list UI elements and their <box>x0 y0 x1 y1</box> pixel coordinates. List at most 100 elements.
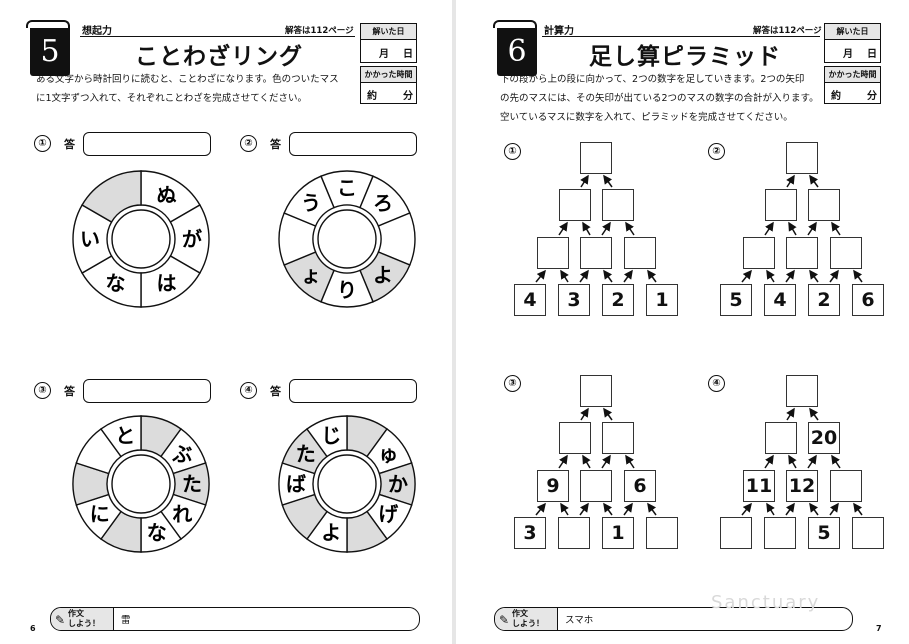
pyramid-empty-cell[interactable] <box>580 237 612 269</box>
writing-prompt-tag: ✎ 作文しよう！ <box>495 608 558 630</box>
pyramid-arrow <box>785 502 795 516</box>
pyramid-empty-cell[interactable] <box>558 517 590 549</box>
solved-date-box[interactable]: 解いた日 月 日 <box>824 23 881 63</box>
pyramid-arrow <box>831 454 841 469</box>
pyramid-arrow <box>558 454 568 469</box>
pyramid-arrow <box>560 269 569 283</box>
ring-center <box>111 454 171 514</box>
pyramid-empty-cell[interactable] <box>808 189 840 221</box>
answer-input[interactable] <box>83 379 211 403</box>
answer-label: 答 <box>64 385 75 398</box>
answer-label: 答 <box>64 138 75 151</box>
pyramid-arrow <box>766 502 775 516</box>
answers-reference: 解答は112ページ <box>753 26 822 36</box>
question-number: ③ <box>504 375 521 392</box>
pyramid-empty-cell[interactable] <box>559 189 591 221</box>
pyramid-arrow <box>807 221 817 236</box>
pyramid-empty-cell[interactable] <box>743 237 775 269</box>
prompt-label-line: 作文 <box>68 609 84 618</box>
pyramid-arrow <box>603 269 613 283</box>
answer-input[interactable] <box>289 379 417 403</box>
pyramid-empty-cell[interactable] <box>602 189 634 221</box>
pyramid-empty-cell[interactable] <box>830 470 862 502</box>
instruction-line: の先のマスには、その矢印が出ている2つのマスの数字の合計が入ります。 <box>500 93 819 104</box>
pyramid-empty-cell[interactable] <box>765 422 797 454</box>
pyramid-empty-cell[interactable] <box>720 517 752 549</box>
pyramid-empty-cell[interactable] <box>830 237 862 269</box>
pyramid-arrow <box>788 454 797 469</box>
ring-character: は <box>157 271 177 295</box>
pyramid-empty-cell[interactable] <box>580 375 612 407</box>
ring-character: な <box>106 271 126 295</box>
instruction-line: に1文字ずつ入れて、それぞれことわざを完成させてください。 <box>36 93 308 104</box>
pyramid-arrow <box>625 454 635 469</box>
unit-badge-book-icon: 6 <box>493 20 537 76</box>
instruction-line: 下の段から上の段に向かって、2つの数字を足していきます。2つの矢印 <box>500 74 805 85</box>
ring-character: う <box>301 191 321 215</box>
writing-prompt-bar[interactable]: ✎ 作文しよう！ スマホ <box>494 607 853 631</box>
pyramid-empty-cell[interactable] <box>786 375 818 407</box>
pyramid-number-cell: 11 <box>743 470 775 502</box>
pyramid-arrow <box>603 407 613 421</box>
pyramid-arrow <box>582 454 591 469</box>
instruction-line: 空いているマスに数字を入れて、ピラミッドを完成させてください。 <box>500 112 793 123</box>
writing-prompt-bar[interactable]: ✎ 作文しよう！ 雷 <box>50 607 420 631</box>
pyramid-empty-cell[interactable] <box>559 422 591 454</box>
pyramid-empty-cell[interactable] <box>765 189 797 221</box>
pyramid-arrow <box>558 221 568 236</box>
page-number: 6 <box>30 624 36 633</box>
pyramid-arrow <box>807 454 817 469</box>
pyramid-empty-cell[interactable] <box>537 237 569 269</box>
ring-character: り <box>337 278 357 302</box>
pyramid-arrow <box>741 502 752 516</box>
pyramid-arrow <box>623 269 633 283</box>
pyramid-empty-cell[interactable] <box>786 142 818 174</box>
pyramid-arrow <box>623 502 633 516</box>
answer-input[interactable] <box>289 132 417 156</box>
prompt-label-line: しよう！ <box>68 619 100 628</box>
right-page: 6 計算力 解答は112ページ 足し算ピラミッド 解いた日 月 日 かかった時間… <box>456 0 909 644</box>
pyramid-empty-cell[interactable] <box>624 237 656 269</box>
ring-segment[interactable] <box>81 170 142 223</box>
pyramid-arrow <box>580 407 589 421</box>
pyramid-arrow <box>625 221 635 236</box>
pyramid-arrow <box>809 502 819 516</box>
pyramid-number-cell: 3 <box>558 284 590 316</box>
pyramid-empty-cell[interactable] <box>646 517 678 549</box>
ring-segment <box>100 415 142 458</box>
pyramid-arrows <box>741 174 863 283</box>
time-label: かかった時間 <box>361 67 416 83</box>
question-number: ① <box>34 135 51 152</box>
pyramid-empty-cell[interactable] <box>764 517 796 549</box>
pyramid-arrow <box>786 407 795 421</box>
ring-character: こ <box>337 176 357 200</box>
solved-date-label: 解いた日 <box>825 24 880 40</box>
unit-number: 6 <box>507 34 527 69</box>
pyramid-empty-cell[interactable] <box>580 142 612 174</box>
pyramid-number-cell: 3 <box>514 517 546 549</box>
time-spent-box[interactable]: かかった時間 約 分 <box>824 66 881 104</box>
pyramid-arrow <box>766 269 775 283</box>
page-title: ことわざリング <box>135 44 303 70</box>
ring-character: か <box>388 472 408 496</box>
time-spent-box[interactable]: かかった時間 約 分 <box>360 66 417 104</box>
pyramid-empty-cell[interactable] <box>786 237 818 269</box>
ring-character: じ <box>321 423 341 447</box>
page-title: 足し算ピラミッド <box>589 44 781 70</box>
pyramid-empty-cell[interactable] <box>580 470 612 502</box>
question-number: ③ <box>34 382 51 399</box>
pencil-icon: ✎ <box>499 613 510 627</box>
answer-input[interactable] <box>83 132 211 156</box>
pyramid-empty-cell[interactable] <box>602 422 634 454</box>
minutes-label: 分 <box>867 91 877 102</box>
question-number: ② <box>708 143 725 160</box>
solved-date-box[interactable]: 解いた日 月 日 <box>360 23 417 63</box>
ring-center <box>317 209 377 269</box>
pyramid-number-cell: 12 <box>786 470 818 502</box>
pyramid-arrow <box>809 174 819 188</box>
prompt-word: スマホ <box>565 615 594 626</box>
pyramid-empty-cell[interactable] <box>852 517 884 549</box>
answers-reference: 解答は112ページ <box>285 26 354 36</box>
ring-segment <box>283 175 335 227</box>
